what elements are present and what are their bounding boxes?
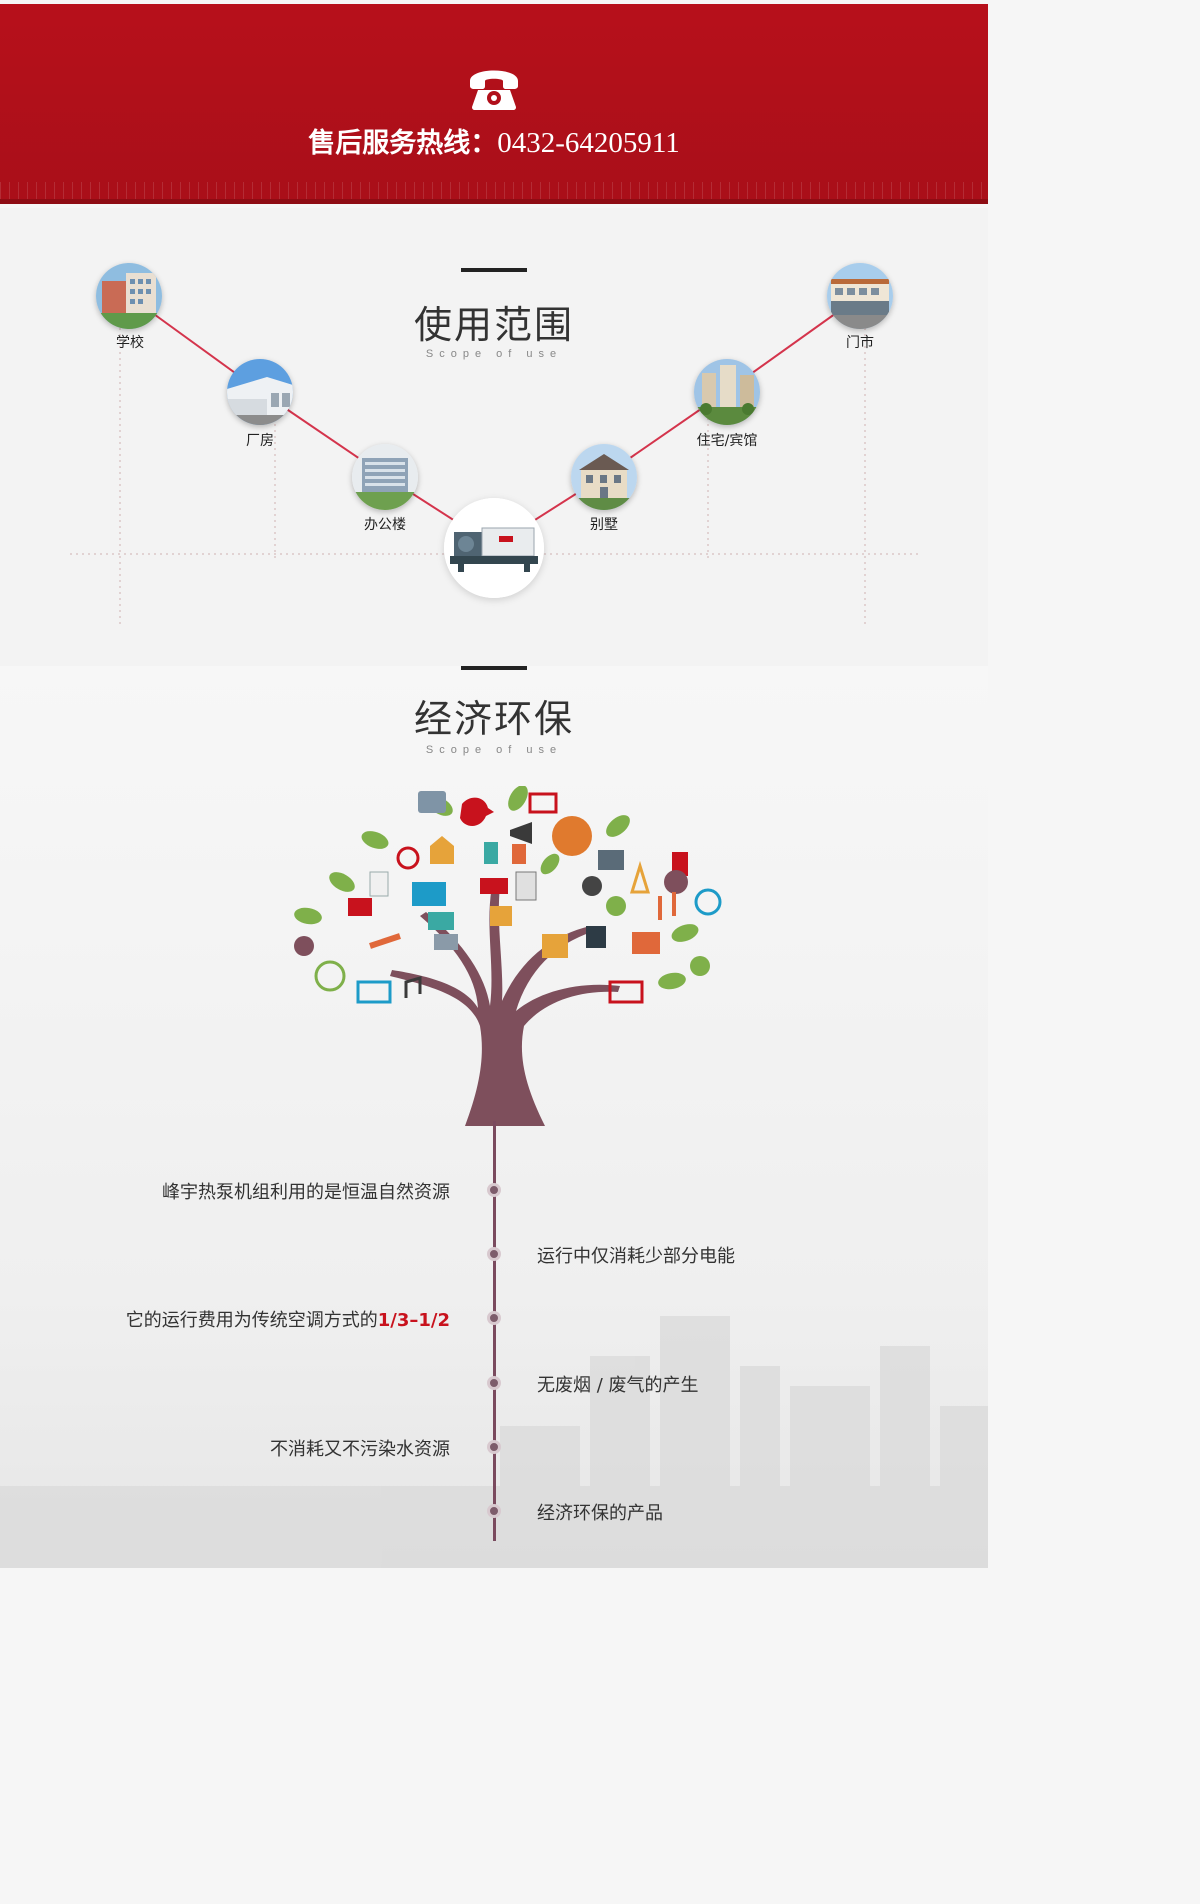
scope-label-factory: 厂房 (246, 433, 274, 449)
heat-pump-unit-image (444, 498, 544, 598)
banner-ruler-pattern (0, 182, 988, 204)
factory-building-image (227, 359, 293, 425)
scope-label-residential: 住宅/宾馆 (696, 433, 758, 449)
timeline-dot (487, 1504, 501, 1518)
scope-label-villa: 别墅 (590, 517, 618, 533)
timeline-dot (487, 1311, 501, 1325)
economy-eco-section: 经济环保 Scope of use (0, 666, 988, 1568)
telephone-icon (470, 70, 518, 110)
eco-point-4: 无废烟 / 废气的产生 (537, 1375, 699, 1396)
eco-subtitle: Scope of use (425, 744, 563, 756)
office-building-image (352, 444, 418, 510)
scope-title: 使用范围 (413, 303, 574, 347)
hotline-label: 售后服务热线： (308, 128, 498, 159)
eco-point-3-text: 它的运行费用为传统空调方式的 (125, 1310, 378, 1331)
villa-image (571, 444, 637, 510)
scope-label-office: 办公楼 (364, 517, 406, 533)
eco-point-1: 峰宇热泵机组利用的是恒温自然资源 (162, 1182, 450, 1203)
hotline-banner: 售后服务热线：0432-64205911 (0, 4, 988, 204)
banner-bottom-edge (0, 199, 988, 204)
hotline-number[interactable]: 0432-64205911 (497, 127, 680, 159)
timeline-dot (487, 1376, 501, 1390)
section-divider (461, 666, 527, 670)
storefront-image (827, 263, 893, 329)
eco-point-5: 不消耗又不污染水资源 (270, 1439, 450, 1460)
eco-point-2: 运行中仅消耗少部分电能 (537, 1246, 735, 1267)
scope-subtitle: Scope of use (425, 348, 563, 360)
city-skyline-background (0, 1316, 988, 1568)
eco-title: 经济环保 (413, 697, 574, 741)
technology-tree-illustration (294, 786, 722, 1126)
section-divider (461, 268, 527, 272)
timeline-dot (487, 1440, 501, 1454)
residential-hotel-image (694, 359, 760, 425)
hotline-text: 售后服务热线：0432-64205911 (0, 121, 988, 160)
timeline-dot (487, 1183, 501, 1197)
eco-point-3-highlight: 1/3–1/2 (377, 1310, 450, 1331)
timeline-line (493, 1121, 496, 1541)
eco-point-3: 它的运行费用为传统空调方式的1/3–1/2 (126, 1306, 450, 1332)
scope-label-storefront: 门市 (846, 335, 874, 351)
eco-point-6: 经济环保的产品 (537, 1503, 663, 1524)
timeline-dot (487, 1247, 501, 1261)
usage-scope-section: 使用范围 Scope of use 学校 厂房 办公楼 别墅 住宅/宾馆 门市 (0, 208, 988, 666)
scope-label-school: 学校 (116, 335, 144, 351)
school-building-image (96, 263, 162, 329)
